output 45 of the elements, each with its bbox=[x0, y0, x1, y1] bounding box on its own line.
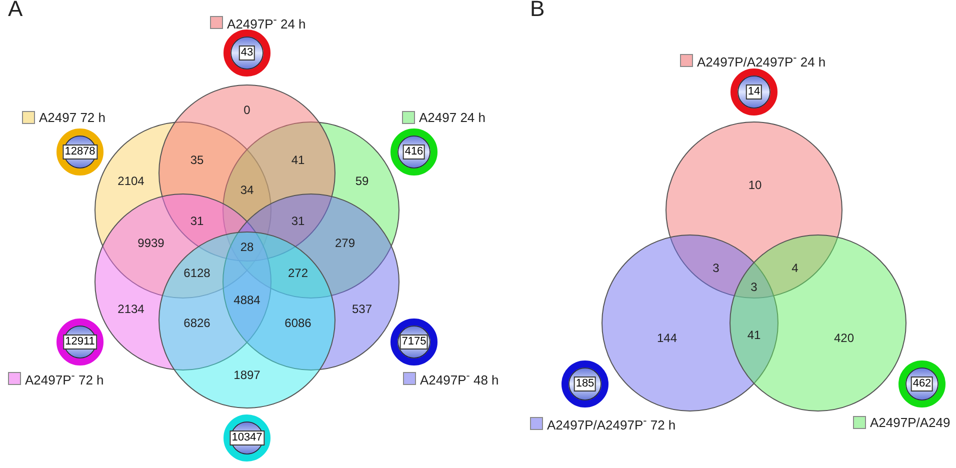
region-count: 1897 bbox=[234, 368, 260, 382]
region-count: 3 bbox=[712, 261, 720, 275]
panel-letter: B bbox=[530, 0, 545, 22]
region-count: 420 bbox=[834, 331, 854, 345]
count-badge: 12911 bbox=[56, 318, 104, 366]
region-count: 6826 bbox=[184, 316, 210, 330]
legend-label: A2497 24 h bbox=[419, 110, 486, 125]
region-count: 4 bbox=[792, 261, 798, 275]
count-badge: 185 bbox=[561, 360, 609, 408]
count-badge: 416 bbox=[390, 128, 438, 176]
region-count: 31 bbox=[190, 214, 204, 228]
region-count: 10 bbox=[748, 178, 762, 192]
region-count: 31 bbox=[291, 214, 305, 228]
region-count: 9939 bbox=[138, 236, 164, 250]
legend-label: A2497P/A249 bbox=[870, 415, 950, 430]
legend-label: A2497P$^{-}$ 48 h bbox=[420, 370, 499, 388]
region-count: 272 bbox=[288, 266, 308, 280]
region-count: 2134 bbox=[118, 302, 144, 316]
region-count: 34 bbox=[240, 183, 254, 197]
count-badge: 10347 bbox=[223, 414, 271, 462]
region-count: 144 bbox=[656, 331, 678, 345]
legend-label: A2497 72 h bbox=[39, 110, 106, 125]
region-count: 6128 bbox=[184, 266, 210, 280]
legend-label: A2497P/A2497P$^{-}$ 72 h bbox=[547, 415, 676, 432]
count-badge: 14 bbox=[730, 68, 778, 116]
region-count: 2104 bbox=[118, 174, 144, 188]
legend-label: A2497P$^{-}$ 72 h bbox=[25, 370, 104, 388]
panel-letter: A bbox=[8, 0, 23, 22]
region-count: 4884 bbox=[234, 293, 260, 307]
legend-label: A2497P/A2497P$^{-}$ 24 h bbox=[697, 52, 826, 70]
count-badge: 43 bbox=[223, 29, 271, 77]
region-count: 41 bbox=[291, 153, 305, 167]
region-count: 28 bbox=[240, 240, 254, 254]
count-badge: 7175 bbox=[390, 318, 438, 366]
region-count: 41 bbox=[747, 328, 761, 342]
count-badge: 462 bbox=[898, 360, 946, 408]
region-count: 35 bbox=[190, 153, 204, 167]
region-count: 0 bbox=[244, 103, 250, 117]
legend-label: A2497P$^{-}$ 24 h bbox=[227, 14, 306, 32]
region-count: 6086 bbox=[284, 316, 312, 330]
region-count: 279 bbox=[334, 236, 356, 250]
count-badge: 12878 bbox=[56, 128, 104, 176]
region-count: 3 bbox=[750, 280, 758, 294]
region-count: 537 bbox=[352, 302, 372, 316]
region-count: 59 bbox=[355, 174, 369, 188]
